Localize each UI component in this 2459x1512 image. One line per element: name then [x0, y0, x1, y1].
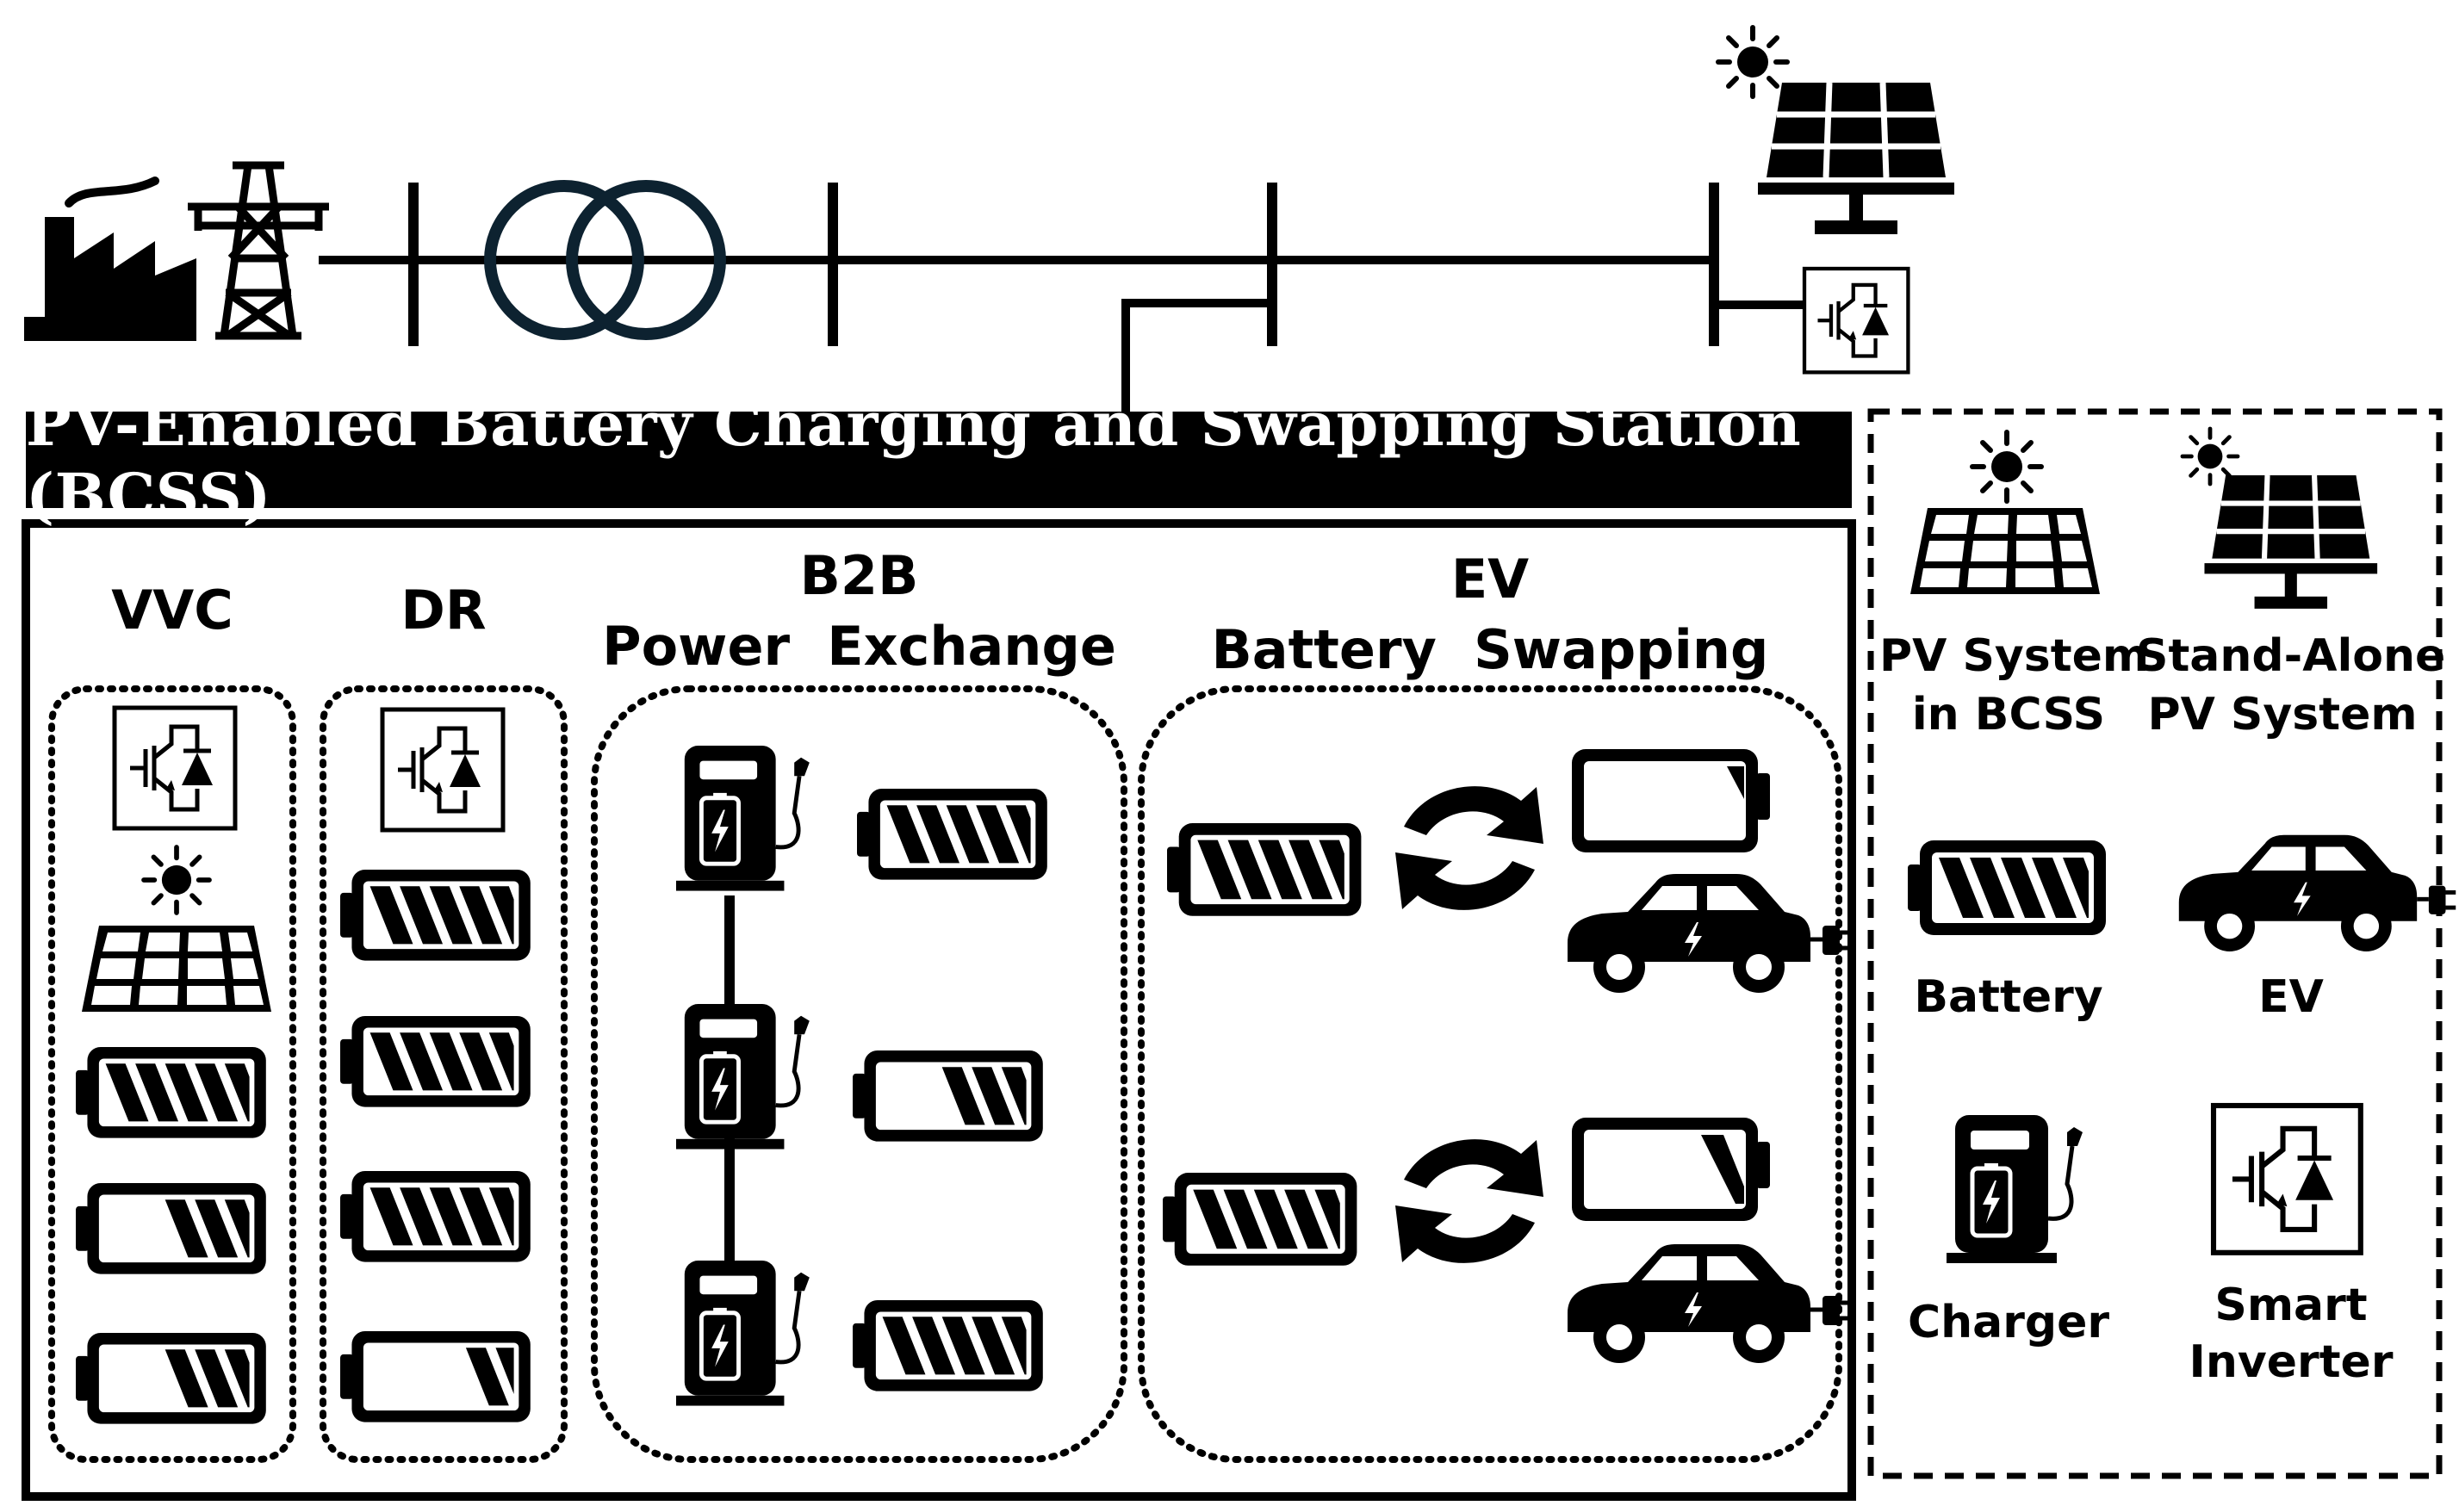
legend-charger-label: Charger — [1907, 1297, 2110, 1348]
charger-icon — [1947, 1115, 2083, 1263]
swap-arrows-icon — [1395, 1139, 1543, 1263]
vvc-group — [48, 685, 296, 1463]
b2b-label-line2: Power Exchange — [602, 615, 1116, 678]
sun-icon — [144, 847, 209, 913]
legend-pv-standalone-label-line2: PV System — [2147, 689, 2418, 741]
battery-icon — [76, 1047, 266, 1138]
solar-panel-icon — [2204, 475, 2377, 609]
b2b-label-line1: B2B — [799, 544, 919, 607]
transformer-icon — [484, 180, 726, 340]
factory-icon — [24, 177, 196, 341]
dr-group — [320, 685, 568, 1463]
legend-smart-inverter-label-line2: Inverter — [2189, 1336, 2394, 1388]
battery-icon — [1167, 823, 1362, 916]
battery-icon — [76, 1333, 266, 1424]
legend-smart-inverter-label-line1: Smart — [2214, 1280, 2368, 1331]
charger-icon — [676, 1261, 810, 1406]
battery-icon — [340, 1171, 531, 1262]
dr-label: DR — [401, 579, 487, 641]
ev-label-line2: Battery Swapping — [1211, 618, 1769, 681]
solar-panel-icon — [82, 926, 271, 1012]
solar-panel-icon — [1910, 508, 2100, 594]
legend-battery-label: Battery — [1914, 971, 2103, 1023]
battery-icon — [1908, 840, 2106, 935]
diagram-title: PV-Enabled Battery Charging and Swapping… — [26, 388, 1852, 531]
b2b-group — [591, 685, 1127, 1463]
ev-swapping-group — [1138, 685, 1842, 1463]
sun-icon — [1972, 432, 2041, 501]
battery-icon — [76, 1183, 266, 1274]
battery-icon — [340, 1331, 531, 1422]
charger-icon — [676, 746, 810, 891]
battery-icon — [340, 870, 531, 961]
ev-label-line1: EV — [1450, 548, 1530, 610]
vvc-label: VVC — [111, 579, 233, 641]
sun-icon — [1718, 28, 1787, 96]
smart-inverter-icon — [382, 710, 503, 830]
legend-pv-standalone-label-line1: Stand-Alone — [2136, 630, 2446, 682]
battery-icon — [1163, 1173, 1357, 1266]
battery-icon — [853, 1300, 1043, 1391]
smart-inverter-icon — [2214, 1106, 2361, 1253]
swap-arrows-icon — [1395, 786, 1543, 910]
battery-icon — [1572, 749, 1770, 852]
power-grid-line — [319, 183, 1804, 412]
legend-box — [1867, 408, 2443, 1479]
ev-car-icon — [1568, 874, 1850, 993]
transmission-tower-icon — [188, 161, 329, 340]
battery-icon — [853, 1050, 1043, 1142]
solar-panel-icon — [1758, 83, 1954, 234]
smart-inverter-icon — [1804, 269, 1908, 372]
battery-icon — [857, 789, 1047, 880]
legend-ev-label: EV — [2258, 971, 2324, 1023]
charger-icon — [676, 1004, 810, 1149]
ev-car-icon — [1568, 1244, 1850, 1363]
legend-pv-bcss-label-line1: PV System — [1879, 630, 2150, 682]
bcss-frame — [22, 519, 1856, 1501]
legend-pv-bcss-label-line2: in BCSS — [1911, 689, 2106, 741]
ev-car-icon — [2179, 835, 2456, 951]
smart-inverter-icon — [115, 708, 235, 828]
battery-icon — [340, 1016, 531, 1107]
battery-icon — [1572, 1118, 1770, 1221]
